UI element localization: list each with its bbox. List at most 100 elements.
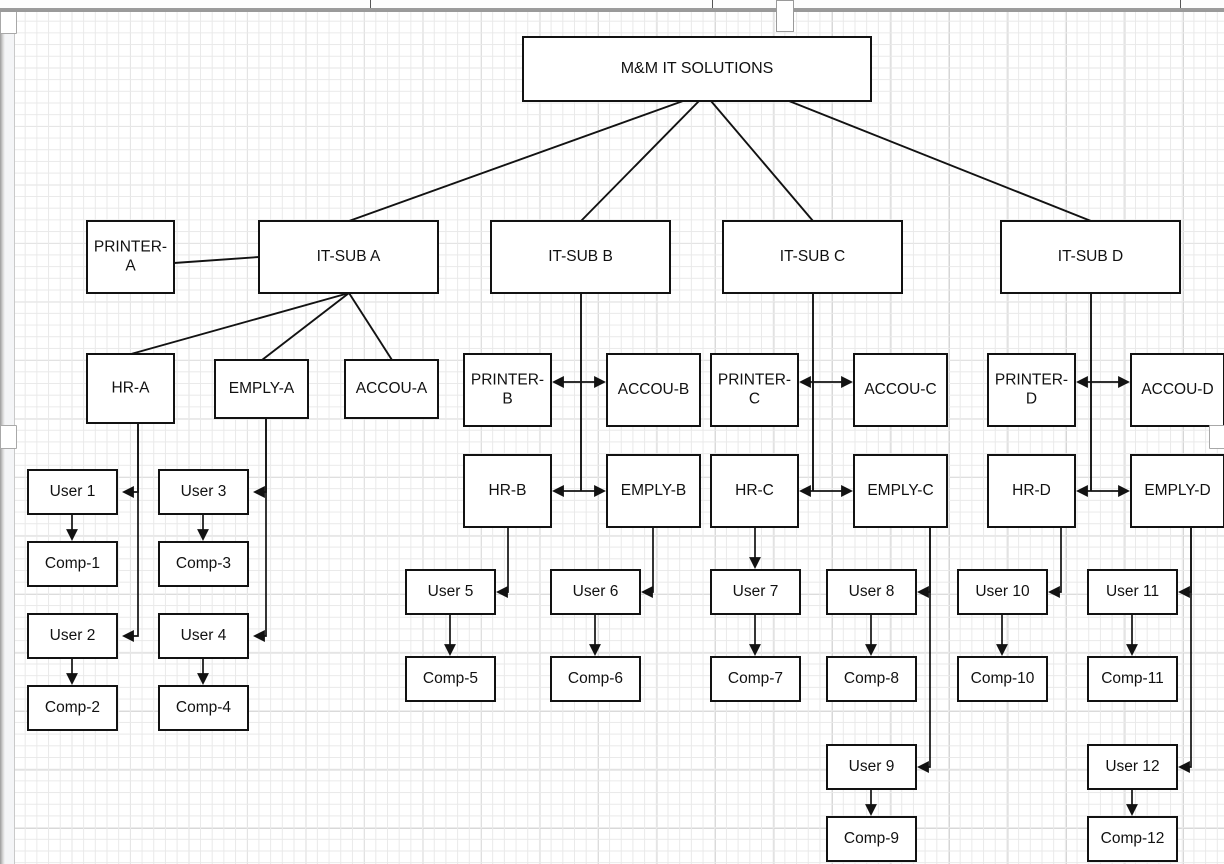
toolbar-segment-9[interactable] xyxy=(994,0,1067,8)
node-box-printer-c[interactable] xyxy=(710,353,799,427)
node-user1[interactable]: User 1 xyxy=(27,469,118,515)
node-user5[interactable]: User 5 xyxy=(405,569,496,615)
node-box-accou-b[interactable] xyxy=(606,353,701,427)
node-emply-d[interactable]: EMPLY-D xyxy=(1130,454,1224,528)
node-box-emply-b[interactable] xyxy=(606,454,701,528)
node-box-comp1[interactable] xyxy=(27,541,118,587)
node-box-user10[interactable] xyxy=(957,569,1048,615)
node-box-hr-d[interactable] xyxy=(987,454,1076,528)
node-box-comp6[interactable] xyxy=(550,656,641,702)
toolbar-segment-4[interactable] xyxy=(266,0,443,8)
node-box-comp5[interactable] xyxy=(405,656,496,702)
node-comp1[interactable]: Comp-1 xyxy=(27,541,118,587)
resize-handle-top-left[interactable] xyxy=(0,10,17,34)
node-printer-d[interactable]: PRINTER-D xyxy=(987,353,1076,427)
node-comp11[interactable]: Comp-11 xyxy=(1087,656,1178,702)
node-box-comp12[interactable] xyxy=(1087,816,1178,862)
edge-root-to-itsub-c[interactable] xyxy=(710,100,814,222)
node-hr-d[interactable]: HR-D xyxy=(987,454,1076,528)
node-user9[interactable]: User 9 xyxy=(826,744,917,790)
edge-emply-d-to-user11[interactable] xyxy=(1178,527,1192,598)
node-box-user9[interactable] xyxy=(826,744,917,790)
edge-printer-a-to-itsub-a[interactable] xyxy=(173,256,260,264)
node-box-hr-c[interactable] xyxy=(710,454,799,528)
node-root[interactable]: M&M IT SOLUTIONS xyxy=(522,36,872,102)
node-box-emply-d[interactable] xyxy=(1130,454,1224,528)
node-box-printer-a[interactable] xyxy=(86,220,175,294)
toolbar-segment-2[interactable] xyxy=(28,0,159,8)
node-box-emply-c[interactable] xyxy=(853,454,948,528)
node-box-comp2[interactable] xyxy=(27,685,118,731)
node-user2[interactable]: User 2 xyxy=(27,613,118,659)
node-emply-b[interactable]: EMPLY-B xyxy=(606,454,701,528)
node-user7[interactable]: User 7 xyxy=(710,569,801,615)
node-box-itsub-c[interactable] xyxy=(722,220,903,294)
node-box-itsub-a[interactable] xyxy=(258,220,439,294)
node-box-user8[interactable] xyxy=(826,569,917,615)
node-box-user2[interactable] xyxy=(27,613,118,659)
node-emply-a[interactable]: EMPLY-A xyxy=(214,359,309,419)
node-itsub-c[interactable]: IT-SUB C xyxy=(722,220,903,294)
edge-emply-a-to-user3[interactable] xyxy=(253,418,267,498)
node-box-accou-c[interactable] xyxy=(853,353,948,427)
node-box-user6[interactable] xyxy=(550,569,641,615)
node-hr-c[interactable]: HR-C xyxy=(710,454,799,528)
node-comp5[interactable]: Comp-5 xyxy=(405,656,496,702)
node-accou-c[interactable]: ACCOU-C xyxy=(853,353,948,427)
toolbar-segment-6[interactable] xyxy=(704,0,773,8)
toolbar-segment-10[interactable] xyxy=(1066,0,1175,8)
node-comp3[interactable]: Comp-3 xyxy=(158,541,249,587)
edge-root-to-itsub-b[interactable] xyxy=(580,100,700,222)
node-box-user11[interactable] xyxy=(1087,569,1178,615)
node-user10[interactable]: User 10 xyxy=(957,569,1048,615)
edge-itsub-a-to-hr-a[interactable] xyxy=(130,292,350,355)
node-box-comp9[interactable] xyxy=(826,816,917,862)
node-box-printer-b[interactable] xyxy=(463,353,552,427)
node-accou-d[interactable]: ACCOU-D xyxy=(1130,353,1224,427)
node-user11[interactable]: User 11 xyxy=(1087,569,1178,615)
node-hr-a[interactable]: HR-A xyxy=(86,353,175,424)
toolbar-segment-3[interactable] xyxy=(158,0,267,8)
node-box-user1[interactable] xyxy=(27,469,118,515)
node-comp12[interactable]: Comp-12 xyxy=(1087,816,1178,862)
resize-handle-middle-right[interactable] xyxy=(1209,425,1224,449)
edge-emply-d-to-user12[interactable] xyxy=(1178,527,1192,773)
toolbar-segment-11[interactable] xyxy=(1174,0,1224,8)
edge-hr-a-to-user2[interactable] xyxy=(122,423,139,642)
edge-hr-a-to-user1[interactable] xyxy=(122,423,139,498)
toolbar-strip[interactable] xyxy=(0,0,1224,8)
edge-root-to-itsub-d[interactable] xyxy=(788,100,1092,222)
node-box-comp3[interactable] xyxy=(158,541,249,587)
node-box-hr-a[interactable] xyxy=(86,353,175,424)
node-box-comp7[interactable] xyxy=(710,656,801,702)
edge-itsub-a-to-emply-a[interactable] xyxy=(261,292,350,361)
node-box-itsub-b[interactable] xyxy=(490,220,671,294)
node-user4[interactable]: User 4 xyxy=(158,613,249,659)
toolbar-segment-8[interactable] xyxy=(852,0,995,8)
node-box-emply-a[interactable] xyxy=(214,359,309,419)
node-box-root[interactable] xyxy=(522,36,872,102)
node-box-accou-d[interactable] xyxy=(1130,353,1224,427)
edge-hr-b-to-user5[interactable] xyxy=(496,527,509,598)
toolbar-segment-1[interactable] xyxy=(0,0,29,8)
node-printer-b[interactable]: PRINTER-B xyxy=(463,353,552,427)
node-accou-a[interactable]: ACCOU-A xyxy=(344,359,439,419)
node-user8[interactable]: User 8 xyxy=(826,569,917,615)
node-user6[interactable]: User 6 xyxy=(550,569,641,615)
edge-hr-d-to-user10[interactable] xyxy=(1048,527,1062,598)
node-comp6[interactable]: Comp-6 xyxy=(550,656,641,702)
node-itsub-b[interactable]: IT-SUB B xyxy=(490,220,671,294)
node-comp2[interactable]: Comp-2 xyxy=(27,685,118,731)
node-accou-b[interactable]: ACCOU-B xyxy=(606,353,701,427)
node-box-comp4[interactable] xyxy=(158,685,249,731)
node-comp10[interactable]: Comp-10 xyxy=(957,656,1048,702)
ruler-thumb[interactable] xyxy=(776,0,794,32)
node-box-user3[interactable] xyxy=(158,469,249,515)
node-box-hr-b[interactable] xyxy=(463,454,552,528)
resize-handle-middle-left[interactable] xyxy=(0,425,17,449)
node-emply-c[interactable]: EMPLY-C xyxy=(853,454,948,528)
node-hr-b[interactable]: HR-B xyxy=(463,454,552,528)
node-box-user7[interactable] xyxy=(710,569,801,615)
node-box-user4[interactable] xyxy=(158,613,249,659)
toolbar-segment-5[interactable] xyxy=(442,0,705,8)
